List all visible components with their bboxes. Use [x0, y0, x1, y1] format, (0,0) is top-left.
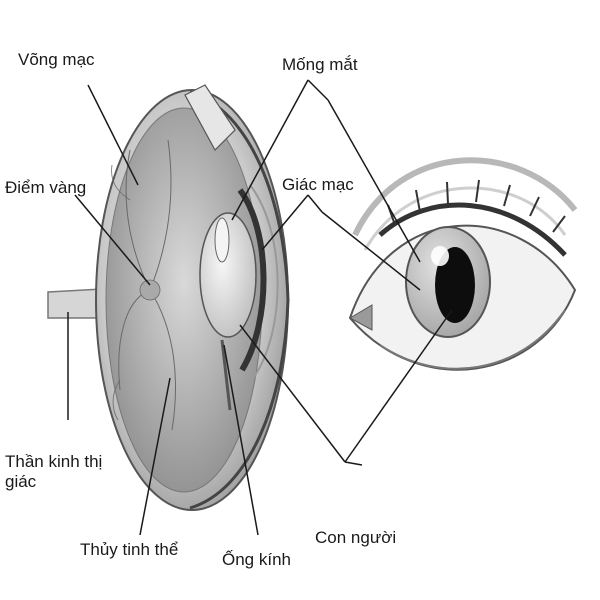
- pupil-label: Con người: [315, 528, 397, 547]
- leader-iris-eye: [327, 99, 421, 263]
- leader-cornea-eye: [321, 211, 421, 291]
- optic-nerve-label: Thần kinh thị giác: [5, 452, 103, 491]
- leader-pupil-cross: [239, 324, 346, 463]
- iris-label: Mống mắt: [282, 55, 358, 74]
- vitreous-label: Thủy tinh thể: [80, 540, 179, 559]
- leader-lines: [67, 79, 453, 536]
- leader-yellow-spot: [74, 194, 151, 286]
- cornea-label: Giác mạc: [282, 175, 354, 194]
- leader-pupil-eye: [344, 309, 453, 463]
- lens-label: Ống kính: [222, 550, 291, 569]
- lens-shape: [199, 184, 279, 411]
- leader-vitreous: [139, 377, 171, 536]
- eyeball-cross-section: [95, 84, 290, 511]
- leader-iris-cross: [231, 79, 309, 221]
- leader-cornea-cross: [261, 194, 309, 251]
- leader-lens: [223, 344, 259, 536]
- leader-pupil-label: [344, 461, 363, 466]
- yellow-spot-label: Điểm vàng: [5, 178, 87, 197]
- external-eye: [348, 157, 578, 371]
- leader-cornea-join: [307, 194, 323, 213]
- leader-retina: [87, 84, 139, 186]
- leader-iris-join: [307, 79, 329, 101]
- retina-label: Võng mạc: [18, 50, 95, 69]
